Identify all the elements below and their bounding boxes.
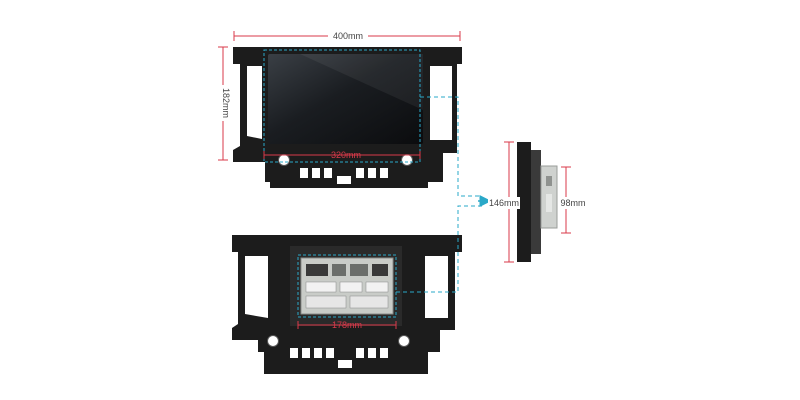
overall-width-label: 400mm: [333, 31, 363, 41]
back-lower-bracket: [258, 330, 440, 374]
front-bracket-hole-left: [278, 154, 290, 166]
front-bracket-slots: [300, 168, 388, 184]
back-connectors: [305, 264, 389, 309]
callout-from-front: [420, 96, 482, 197]
back-width-dimension: 178mm: [297, 320, 397, 330]
overall-width-dimension: 400mm: [233, 29, 461, 42]
back-bracket-hole-right: [398, 335, 410, 347]
side-mount-frame: [531, 150, 541, 254]
callout-from-back: [396, 205, 482, 293]
side-height-dimension: 146mm: [488, 141, 520, 263]
side-view: [517, 142, 558, 262]
screen-width-label: 320mm: [331, 150, 361, 160]
back-bracket-slots: [290, 348, 388, 368]
back-bracket-hole-left: [267, 335, 279, 347]
overall-height-label: 182mm: [221, 88, 231, 118]
front-left-vent: [247, 66, 262, 139]
back-left-vent: [245, 256, 268, 318]
front-lower-bracket: [265, 160, 443, 188]
side-screen-panel: [517, 142, 531, 262]
side-chassis-detail-2: [546, 194, 552, 212]
side-depth-label: 98mm: [560, 198, 585, 208]
back-width-label: 178mm: [332, 320, 362, 330]
overall-height-dimension: 182mm: [217, 46, 231, 161]
screen-width-dimension: 320mm: [263, 150, 421, 160]
front-screen: [268, 54, 423, 144]
back-right-vent: [425, 256, 448, 318]
front-screen-outline: [263, 49, 421, 163]
side-depth-dimension: 98mm: [560, 166, 588, 234]
front-bracket-hole-right: [401, 154, 413, 166]
callout-connectors: [396, 96, 482, 293]
side-chassis-detail: [546, 176, 552, 186]
side-height-label: 146mm: [489, 198, 519, 208]
front-right-vent: [430, 66, 452, 140]
back-view: [232, 235, 462, 374]
screen-glare: [300, 54, 423, 110]
front-view: [233, 47, 462, 188]
